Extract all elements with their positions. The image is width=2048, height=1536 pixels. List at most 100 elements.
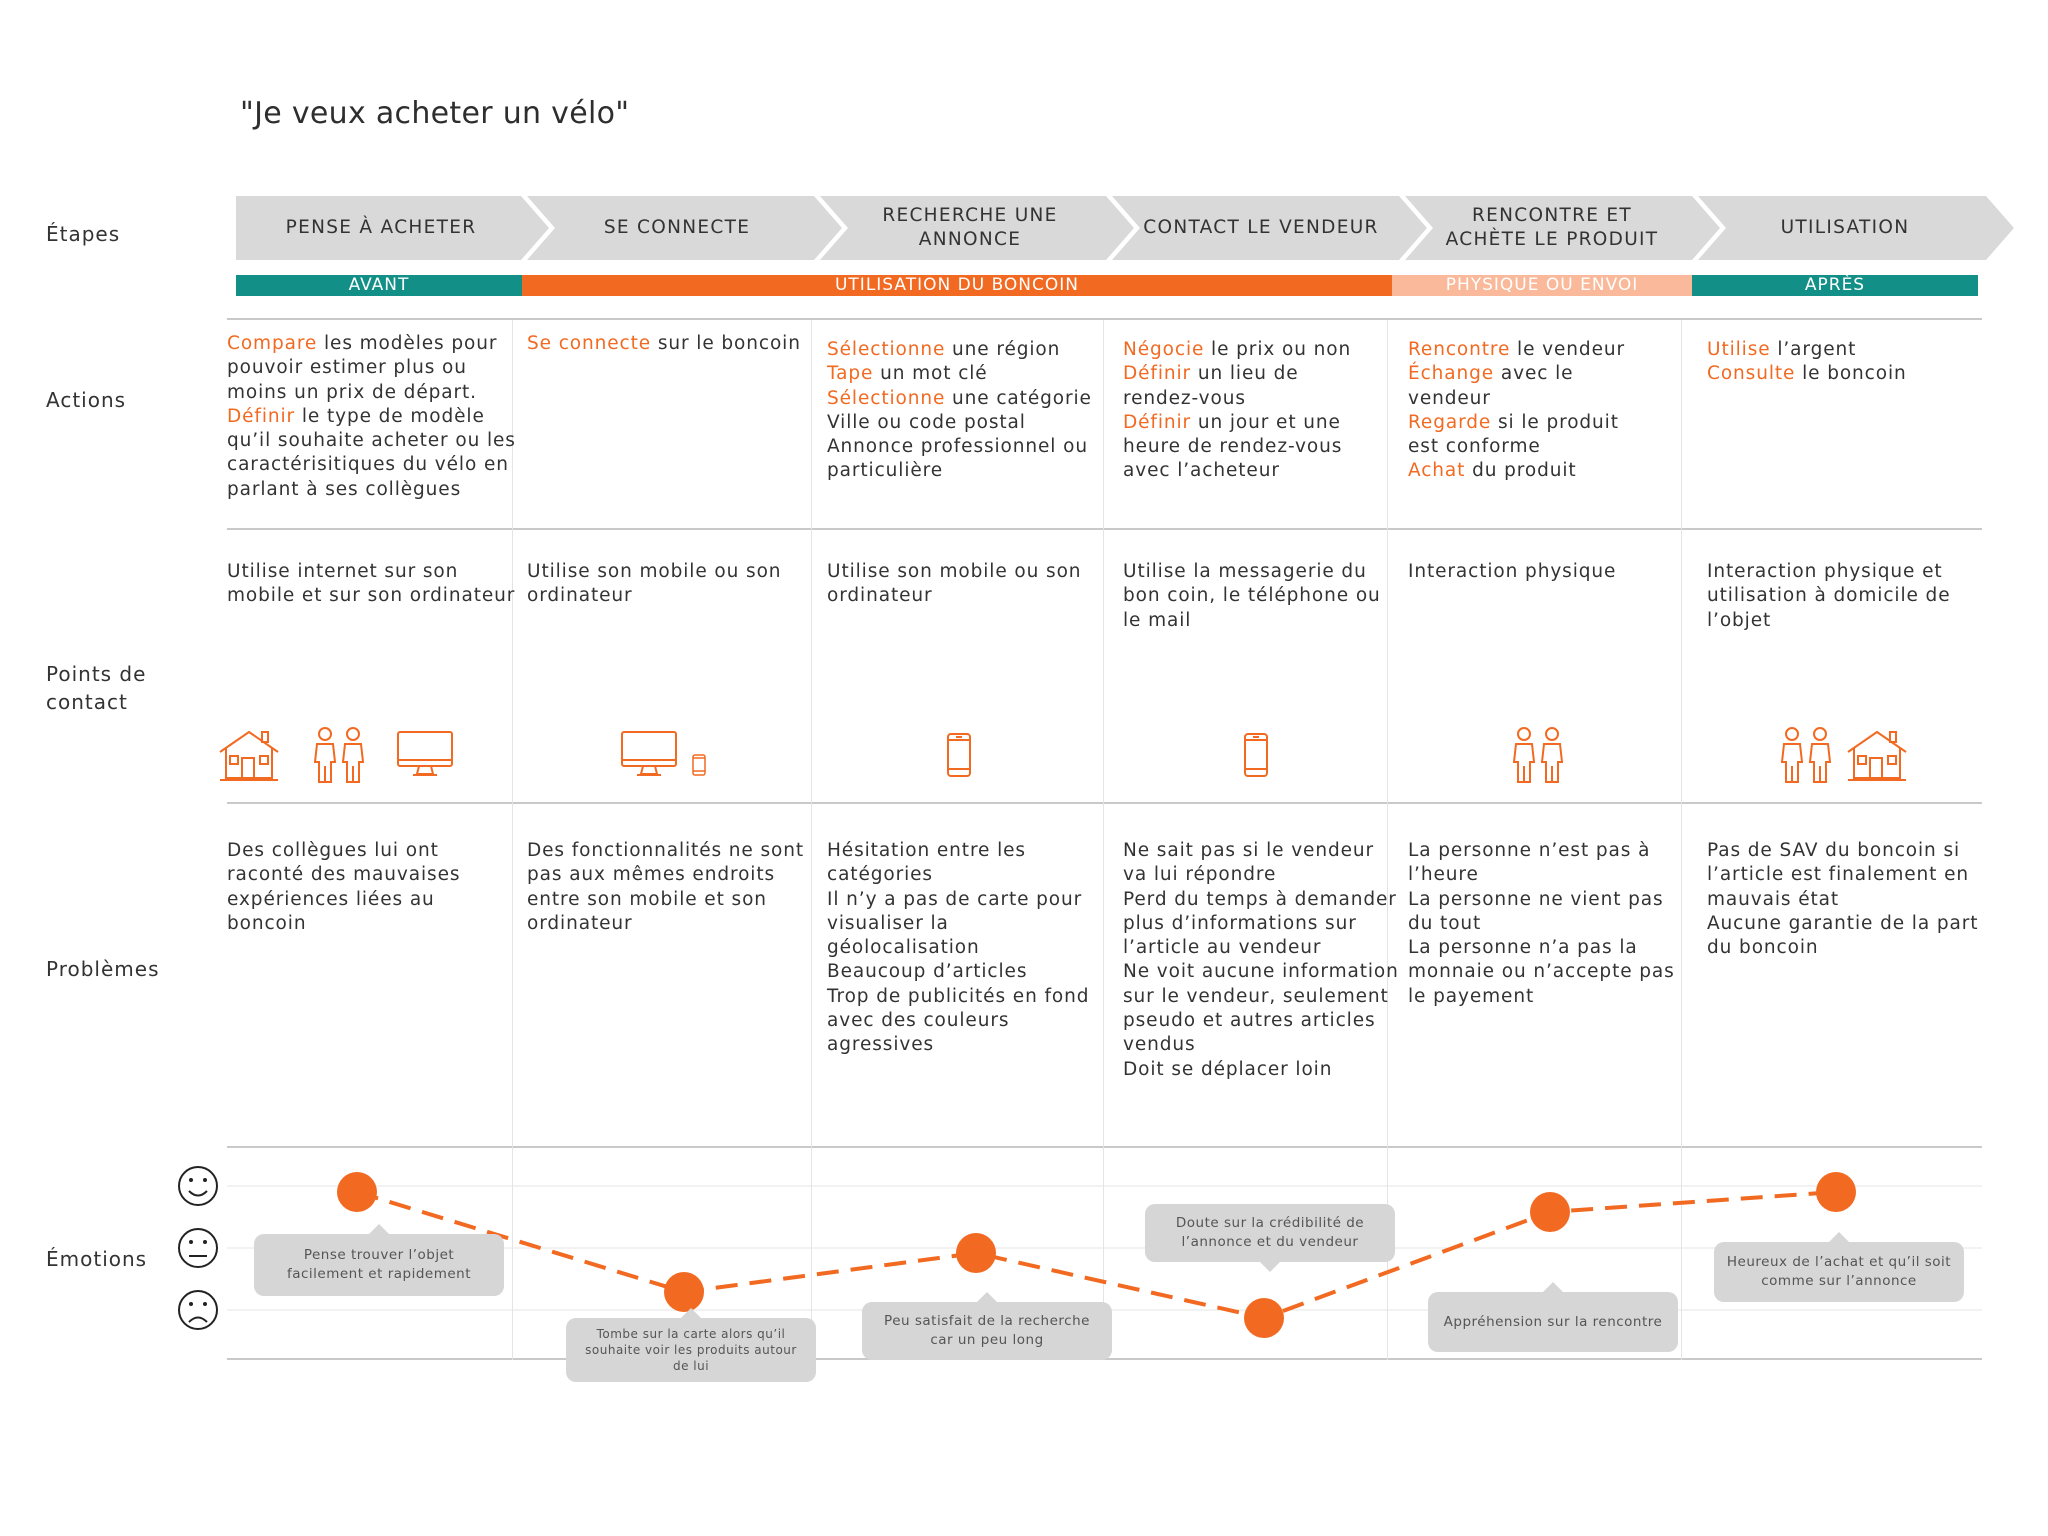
action-line: rendez-vous <box>1123 387 1351 411</box>
action-verb: Regarde <box>1408 411 1492 433</box>
contact-line: Utilise son mobile ou son <box>827 561 1082 582</box>
action-line: avec l’acheteur <box>1123 459 1351 483</box>
row-label-etapes: Étapes <box>46 222 121 246</box>
contact-line: le mail <box>1123 609 1192 631</box>
problem-line: du boncoin <box>1707 937 1819 959</box>
action-text: Annonce professionnel ou <box>827 436 1088 458</box>
problem-line: pas aux mêmes endroits <box>527 864 776 886</box>
action-verb: Négocie <box>1123 339 1205 360</box>
action-text: pouvoir estimer plus ou <box>227 357 467 379</box>
stage-label: PENSE À ACHETER <box>241 196 521 260</box>
problem-line: expériences liées au <box>227 888 435 910</box>
mobile-icon <box>1243 732 1269 778</box>
stage-label-line: RECHERCHE UNE <box>882 205 1058 226</box>
problem-line: sur le vendeur, seulement <box>1123 985 1389 1007</box>
action-text: si le produit <box>1491 411 1619 433</box>
action-line: Rencontre le vendeur <box>1408 338 1625 362</box>
contact-line: Utilise son mobile ou son <box>527 561 782 582</box>
column-divider <box>512 320 513 1360</box>
action-line: Négocie le prix ou non <box>1123 338 1351 362</box>
contact-line: ordinateur <box>527 585 633 607</box>
problem-line: Doit se déplacer loin <box>1123 1058 1333 1080</box>
stage-label: CONTACT LE VENDEUR <box>1121 196 1401 260</box>
problem-line: Aucune garantie de la part <box>1707 912 1979 934</box>
problem-cell: La personne n’est pas à l’heure La personn… <box>1408 839 1675 1009</box>
problem-line: boncoin <box>227 912 307 934</box>
action-text: un mot clé <box>873 363 988 385</box>
action-line: Achat du produit <box>1408 459 1625 483</box>
problem-line: Beaucoup d’articles <box>827 961 1028 983</box>
row-label-points-contact-line2: contact <box>46 690 128 714</box>
action-verb: Sélectionne <box>827 387 946 409</box>
action-text: un jour et une <box>1191 411 1341 433</box>
stage-chevrons <box>236 196 2014 260</box>
action-text: rendez-vous <box>1123 387 1246 409</box>
problem-line: l’heure <box>1408 864 1479 886</box>
house-icon <box>1846 728 1908 782</box>
action-text: le boncoin <box>1795 363 1907 385</box>
contact-line: mobile et sur son ordinateur <box>227 585 516 607</box>
action-text: le type de modèle <box>295 405 485 427</box>
problem-cell: Des fonctionnalités ne sont pas aux mêmes… <box>527 839 804 936</box>
action-text: le prix ou non <box>1204 339 1352 360</box>
emotion-note: Heureux de l’achat et qu’il soit comme s… <box>1714 1232 1964 1302</box>
action-line: Définir le type de modèle <box>227 405 516 429</box>
contact-line: Utilise la messagerie du <box>1123 561 1367 582</box>
action-text: le vendeur <box>1510 339 1625 360</box>
action-line: Annonce professionnel ou <box>827 435 1092 459</box>
problem-line: du tout <box>1408 912 1482 934</box>
people-icon <box>1778 726 1834 784</box>
action-verb: Échange <box>1408 363 1495 385</box>
contact-cell: Utilise internet sur son mobile et sur so… <box>227 560 515 609</box>
problem-line: Des fonctionnalités ne sont <box>527 840 805 861</box>
stage-chevron-4 <box>1112 196 1427 260</box>
action-text: sur le boncoin <box>651 333 801 354</box>
phase-avant: AVANT <box>236 275 522 296</box>
action-text: particulière <box>827 460 944 482</box>
problem-line: La personne n’est pas à <box>1408 840 1651 861</box>
desktop-icon <box>396 730 454 778</box>
problem-line: va lui répondre <box>1123 864 1277 886</box>
action-line: heure de rendez-vous <box>1123 435 1351 459</box>
action-line: Définir un jour et une <box>1123 411 1351 435</box>
mobile-icon <box>946 732 972 778</box>
problem-line: raconté des mauvaises <box>227 864 461 886</box>
action-verb: Compare <box>227 333 318 354</box>
sad-face-icon <box>178 1290 218 1330</box>
column-divider <box>1103 320 1104 1360</box>
problem-line: Pas de SAV du boncoin si <box>1707 840 1961 861</box>
actions-cell: Se connecte sur le boncoin <box>527 332 801 356</box>
problem-line: Des collègues lui ont <box>227 840 439 861</box>
problem-line: plus d’informations sur <box>1123 912 1357 934</box>
stage-label-line: ANNONCE <box>918 229 1022 250</box>
column-divider <box>811 320 812 1360</box>
people-icon <box>1510 726 1566 784</box>
action-line: Utilise l’argent <box>1707 338 1907 362</box>
action-line: pouvoir estimer plus ou <box>227 356 516 380</box>
problem-line: Perd du temps à demander <box>1123 888 1397 910</box>
contact-line: Utilise internet sur son <box>227 561 459 582</box>
action-text: avec le <box>1494 363 1574 385</box>
action-verb: Définir <box>227 405 296 427</box>
stage-chevron-2 <box>527 196 842 260</box>
problem-line: ordinateur <box>527 912 633 934</box>
problem-line: La personne n’a pas la <box>1408 937 1638 959</box>
problem-line: Il n’y a pas de carte pour <box>827 888 1083 910</box>
divider-contacts-bottom <box>227 802 1982 804</box>
divider-problems-bottom <box>227 1146 1982 1148</box>
emotion-note: Doute sur la crédibilité de l’annonce et… <box>1145 1204 1395 1272</box>
action-text: Ville ou code postal <box>827 411 1026 433</box>
column-divider <box>1681 320 1682 1360</box>
action-line: Ville ou code postal <box>827 411 1092 435</box>
action-text: moins un prix de départ. <box>227 381 477 403</box>
action-verb: Définir <box>1123 411 1192 433</box>
contact-line: ordinateur <box>827 585 933 607</box>
mobile-icon <box>692 754 706 776</box>
action-verb: Rencontre <box>1408 339 1511 360</box>
action-line: parlant à ses collègues <box>227 478 516 502</box>
